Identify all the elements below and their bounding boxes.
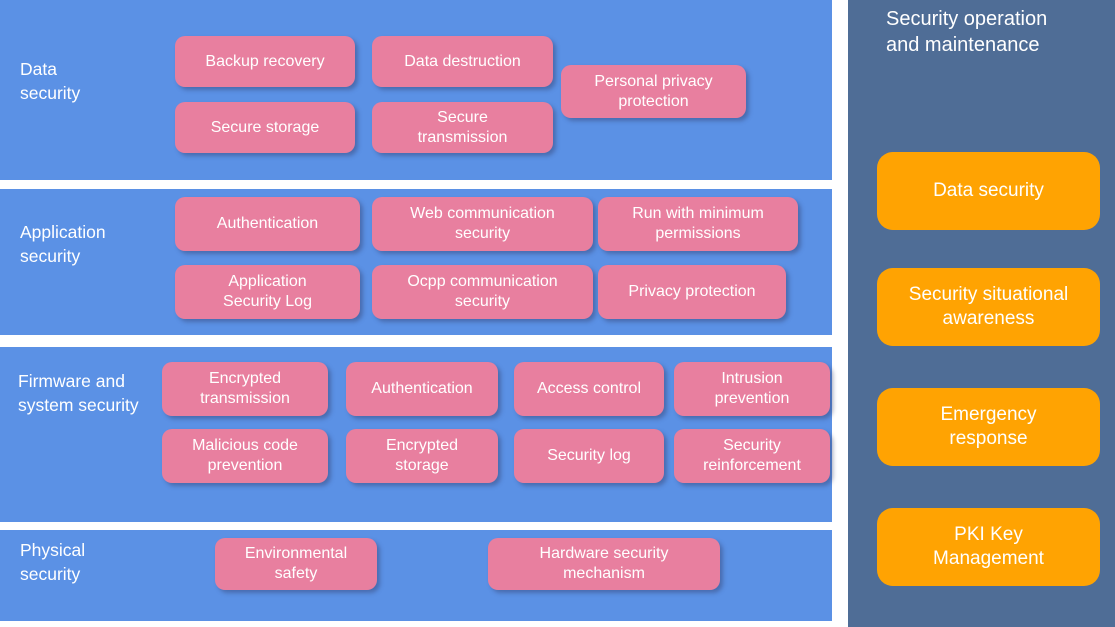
- node-data-destruction: Data destruction: [372, 36, 553, 87]
- node-security-log: Security log: [514, 429, 664, 483]
- node-run-with-minimum-permissions: Run with minimum permissions: [598, 197, 798, 251]
- node-ocpp-communication-security: Ocpp communication security: [372, 265, 593, 319]
- node-intrusion-prevention: Intrusion prevention: [674, 362, 830, 416]
- node-security-reinforcement: Security reinforcement: [674, 429, 830, 483]
- node-application-security-log: Application Security Log: [175, 265, 360, 319]
- band-application-security: Application security Authentication Web …: [0, 189, 832, 335]
- panel-title: Security operation and maintenance: [886, 8, 1048, 56]
- node-access-control: Access control: [514, 362, 664, 416]
- band-label-firmware-system-security: Firmware and system security: [18, 371, 139, 415]
- node-encrypted-transmission: Encrypted transmission: [162, 362, 328, 416]
- node-environmental-safety: Environmental safety: [215, 538, 377, 590]
- panel-item-security-situational-awareness: Security situational awareness: [877, 268, 1100, 346]
- node-web-communication-security: Web communication security: [372, 197, 593, 251]
- node-encrypted-storage: Encrypted storage: [346, 429, 498, 483]
- node-personal-privacy-protection: Personal privacy protection: [561, 65, 746, 118]
- node-authentication-app: Authentication: [175, 197, 360, 251]
- band-label-data-security: Data security: [20, 59, 81, 103]
- node-secure-storage: Secure storage: [175, 102, 355, 153]
- node-privacy-protection: Privacy protection: [598, 265, 786, 319]
- node-secure-transmission: Secure transmission: [372, 102, 553, 153]
- node-hardware-security-mechanism: Hardware security mechanism: [488, 538, 720, 590]
- band-physical-security: Physical security Environmental safety H…: [0, 530, 832, 621]
- panel-item-pki-key-management: PKI Key Management: [877, 508, 1100, 586]
- band-label-physical-security: Physical security: [20, 540, 86, 584]
- panel-item-emergency-response: Emergency response: [877, 388, 1100, 466]
- band-label-application-security: Application security: [20, 222, 106, 266]
- band-firmware-system-security: Firmware and system security Encrypted t…: [0, 347, 832, 522]
- panel-security-operation-maintenance: Security operation and maintenance Data …: [848, 0, 1115, 627]
- node-malicious-code-prevention: Malicious code prevention: [162, 429, 328, 483]
- panel-item-data-security: Data security: [877, 152, 1100, 230]
- node-authentication-firmware: Authentication: [346, 362, 498, 416]
- band-data-security: Data security Backup recovery Data destr…: [0, 0, 832, 180]
- node-backup-recovery: Backup recovery: [175, 36, 355, 87]
